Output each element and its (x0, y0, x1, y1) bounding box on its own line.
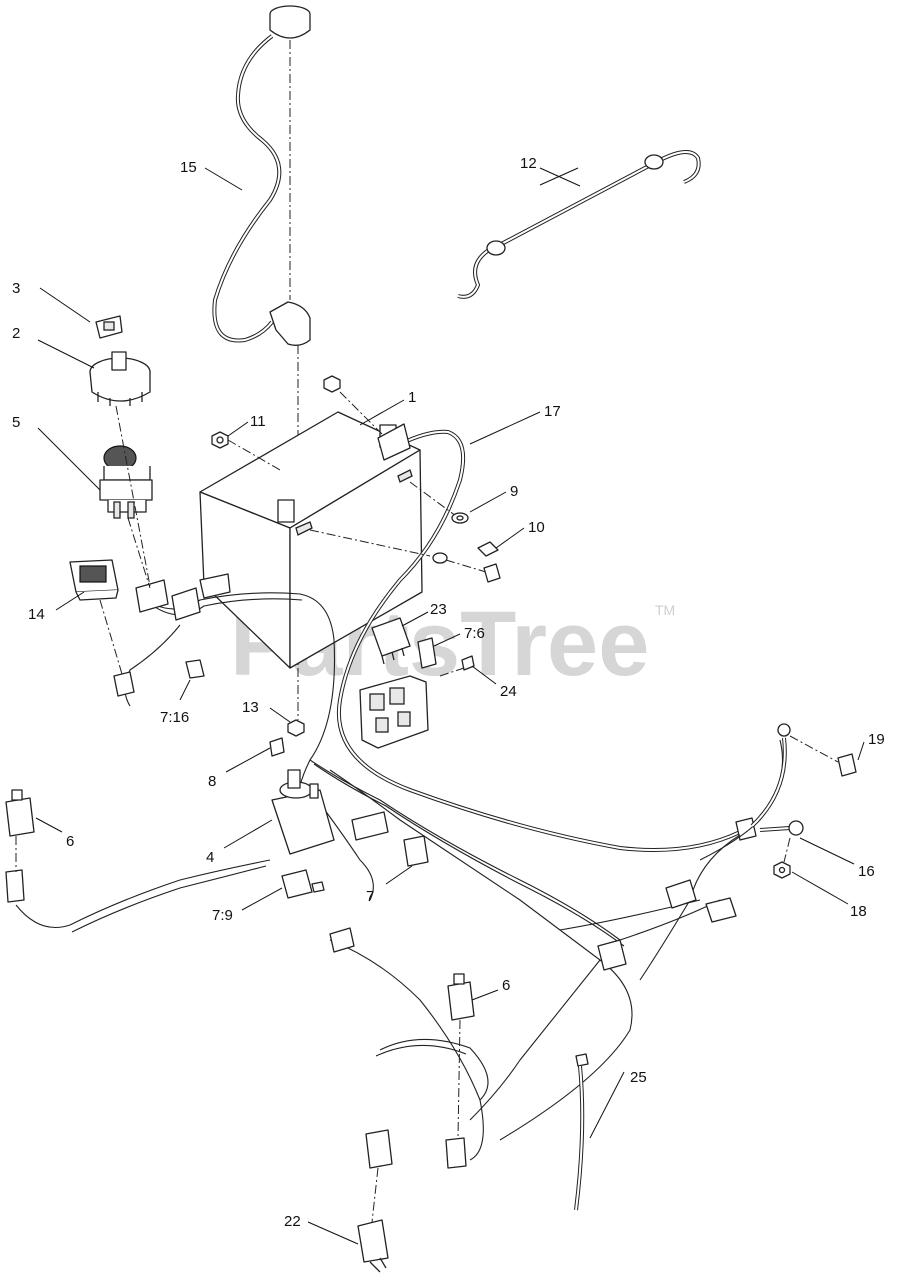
callout-10: 10 (528, 519, 545, 536)
callout-7-9: 7:9 (212, 907, 233, 924)
alignment-line (789, 735, 839, 763)
alignment-line (227, 439, 281, 471)
callout-19: 19 (868, 731, 885, 748)
callout-24: 24 (500, 683, 517, 700)
callout-8: 8 (208, 773, 216, 790)
harness-connectors-right[interactable] (351, 811, 737, 971)
part-9-washer[interactable] (451, 512, 469, 524)
alignment-line (439, 667, 465, 677)
callout-4: 4 (206, 849, 214, 866)
alignment-line (309, 529, 431, 557)
part-1-battery[interactable] (199, 411, 423, 669)
part-bolt-lower[interactable] (483, 563, 501, 583)
harness-clip-left[interactable] (329, 927, 355, 953)
alignment-line (445, 559, 487, 573)
alignment-line (127, 517, 151, 589)
callout-7-6: 7:6 (464, 625, 485, 642)
part-10-bolt[interactable] (477, 541, 499, 557)
part-11-nut[interactable] (211, 431, 229, 449)
alignment-line (371, 1167, 379, 1223)
callout-22: 22 (284, 1213, 301, 1230)
part-washer-top[interactable] (323, 375, 341, 393)
alignment-line (409, 481, 457, 517)
part-8-bolt[interactable] (269, 737, 285, 757)
callout-3: 3 (12, 280, 20, 297)
part-24-screw[interactable] (461, 655, 475, 671)
part-fuse-block[interactable] (359, 675, 429, 749)
part-12-hold-down-rod[interactable] (457, 150, 701, 299)
part-2-ignition-switch[interactable] (89, 351, 151, 406)
callout-15: 15 (180, 159, 197, 176)
callout-labels: 3 2 5 14 15 12 1 11 17 9 10 23 7:6 24 7:… (12, 155, 885, 1230)
harness-connector-switch[interactable] (113, 573, 231, 697)
part-18-nut[interactable] (773, 861, 791, 879)
part-13-nut[interactable] (287, 719, 305, 737)
part-6-switch-left[interactable] (5, 789, 35, 903)
part-15-battery-cable[interactable] (212, 5, 311, 346)
part-5-pto-switch[interactable] (99, 445, 153, 519)
part-25-cable-tie[interactable] (574, 1053, 589, 1211)
callout-13: 13 (242, 699, 259, 716)
callout-14: 14 (28, 606, 45, 623)
part-3-key[interactable] (95, 315, 123, 339)
part-22-switch[interactable] (357, 1129, 393, 1273)
part-4-starter-solenoid[interactable] (271, 769, 335, 855)
part-washer-lower[interactable] (432, 552, 448, 564)
part-7-6-fuse[interactable] (417, 637, 437, 669)
part-23-relay[interactable] (371, 617, 411, 665)
callout-1: 1 (408, 389, 416, 406)
alignment-line (783, 837, 791, 863)
callout-18: 18 (850, 903, 867, 920)
alignment-line (457, 1019, 461, 1139)
part-7-wire-harness[interactable] (15, 592, 783, 1161)
part-16-ground-cable[interactable] (750, 723, 804, 836)
part-7-9-diode[interactable] (281, 869, 325, 899)
part-17-battery-cable-positive[interactable] (336, 423, 757, 852)
callout-6-left: 6 (66, 833, 74, 850)
callout-6-center: 6 (502, 977, 510, 994)
callout-5: 5 (12, 414, 20, 431)
callout-leaders (35, 167, 865, 1245)
part-7-16-connector[interactable] (185, 659, 205, 679)
callout-2: 2 (12, 325, 20, 342)
callout-12: 12 (520, 155, 537, 172)
alignment-line (115, 405, 151, 587)
callout-7-16: 7:16 (160, 709, 189, 726)
watermark-trademark: TM (655, 602, 675, 618)
part-19-bolt[interactable] (837, 753, 857, 777)
callout-7: 7 (366, 888, 374, 905)
callout-17: 17 (544, 403, 561, 420)
callout-11: 11 (250, 413, 266, 430)
alignment-line (99, 599, 123, 675)
callout-9: 9 (510, 483, 518, 500)
part-6-switch-center[interactable] (445, 973, 475, 1169)
callout-16: 16 (858, 863, 875, 880)
callout-25: 25 (630, 1069, 647, 1086)
alignment-line (339, 391, 383, 435)
part-14-hour-meter[interactable] (69, 559, 119, 601)
callout-23: 23 (430, 601, 447, 618)
